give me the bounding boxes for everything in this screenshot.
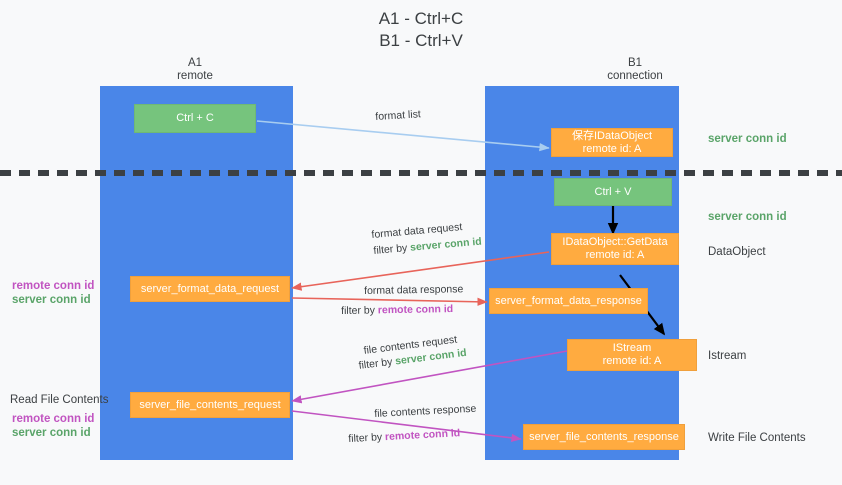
caption-read-file-contents: Read File Contents: [10, 394, 109, 406]
node-istream[interactable]: IStream remote id: A: [567, 339, 697, 371]
caption-server-conn-id-top: server conn id: [708, 133, 787, 145]
caption-remote-conn-id-2: remote conn id: [12, 413, 95, 425]
arrow-file-contents-response: [291, 410, 522, 442]
filter-value-remote-conn-id: remote conn id: [384, 427, 461, 444]
node-ctrl-c[interactable]: Ctrl + C: [134, 104, 256, 133]
node-server-file-contents-request[interactable]: server_file_contents_request: [130, 392, 290, 418]
node-idataobject-getdata[interactable]: IDataObject::GetData remote id: A: [551, 233, 679, 265]
node-server-format-data-request[interactable]: server_format_data_request: [130, 276, 290, 302]
node-server-format-data-request-label: server_format_data_request: [140, 282, 280, 295]
node-ctrl-v-line1: Ctrl + V: [594, 185, 632, 198]
caption-remote-conn-id-1: remote conn id: [12, 280, 95, 292]
caption-dataobject: DataObject: [708, 246, 766, 258]
node-getdata-line1: IDataObject::GetData: [562, 236, 668, 248]
edge-label-format-list: format list: [375, 108, 422, 123]
node-server-file-contents-response-label: server_file_contents_response: [529, 430, 679, 443]
edge-label-format-data-response-filter: filter by remote conn id: [341, 303, 453, 318]
caption-istream: Istream: [708, 350, 747, 362]
filter-prefix: filter by: [348, 431, 386, 445]
phase-separator-dashed-line: [0, 170, 842, 176]
node-server-format-data-response-label: server_format_data_response: [495, 294, 642, 307]
column-header-b1: B1 connection: [607, 57, 663, 82]
arrow-format-data-response: [291, 297, 488, 306]
caption-server-conn-id-mid: server conn id: [708, 211, 787, 223]
filter-prefix: filter by: [341, 304, 378, 317]
caption-server-conn-id-2: server conn id: [12, 427, 91, 439]
node-ctrl-v[interactable]: Ctrl + V: [554, 178, 672, 206]
caption-server-conn-id-1: server conn id: [12, 294, 91, 306]
node-getdata-line2: remote id: A: [585, 249, 645, 261]
filter-value-remote-conn-id: remote conn id: [377, 303, 454, 317]
node-ctrl-c-line1: Ctrl + C: [176, 112, 214, 124]
caption-write-file-contents: Write File Contents: [708, 432, 806, 444]
node-istream-line1: IStream: [612, 342, 652, 354]
node-save-idataobject[interactable]: 保存IDataObject remote id: A: [551, 128, 673, 157]
arrow-format-data-request: [291, 251, 550, 291]
filter-prefix: filter by: [373, 241, 411, 257]
arrow-file-contents-request: [291, 350, 568, 404]
node-server-format-data-response[interactable]: server_format_data_response: [489, 288, 648, 314]
node-save-idataobject-line1: 保存IDataObject: [571, 129, 653, 142]
page-title: A1 - Ctrl+C B1 - Ctrl+V: [378, 9, 464, 50]
node-server-file-contents-response[interactable]: server_file_contents_response: [523, 424, 685, 450]
column-header-a1: A1 remote: [177, 57, 213, 82]
node-server-file-contents-request-label: server_file_contents_request: [139, 398, 281, 411]
arrow-format-list: [256, 120, 550, 152]
node-istream-line2: remote id: A: [602, 355, 662, 367]
node-save-idataobject-line2: remote id: A: [582, 142, 642, 155]
edge-label-format-data-response: format data response: [364, 283, 464, 297]
